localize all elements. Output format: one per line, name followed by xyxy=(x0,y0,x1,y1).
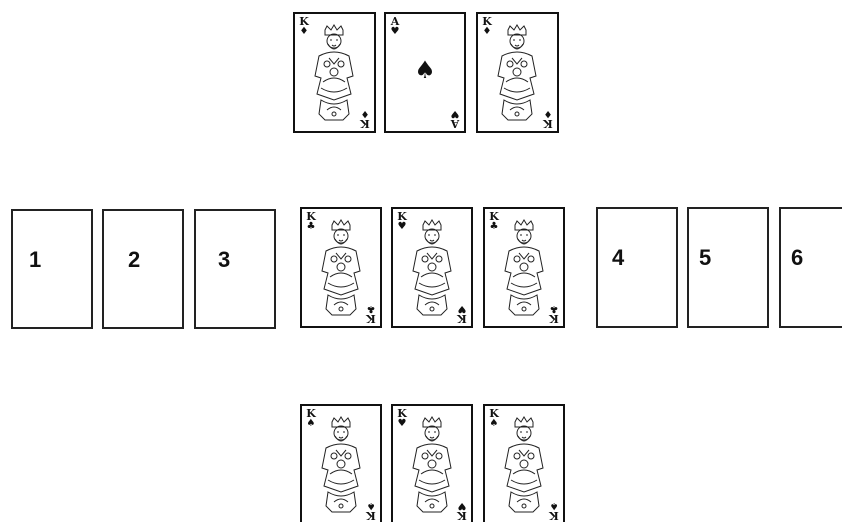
slot-number: 4 xyxy=(612,245,624,271)
card-corner: K♣ xyxy=(364,303,378,324)
card-corner: K♣ xyxy=(547,303,561,324)
bottom-card-1[interactable]: K♠ K♠ xyxy=(300,404,382,522)
slot-number: 6 xyxy=(791,245,803,271)
spade-pip-icon: ♠ xyxy=(386,58,464,82)
middle-card-1[interactable]: K♣ K♣ xyxy=(300,207,382,328)
slot-number: 2 xyxy=(128,247,140,273)
king-face-icon xyxy=(490,24,544,124)
slot-number: 3 xyxy=(218,247,230,273)
empty-slot-1[interactable]: 1 xyxy=(11,209,93,329)
king-face-icon xyxy=(497,219,551,319)
king-face-icon xyxy=(405,219,459,319)
bottom-card-3[interactable]: K♠ K♠ xyxy=(483,404,565,522)
card-corner: A♥ xyxy=(388,16,402,37)
king-face-icon xyxy=(307,24,361,124)
king-face-icon xyxy=(405,416,459,516)
card-corner: K♦ xyxy=(541,108,555,129)
top-card-1[interactable]: K♦ K♦ xyxy=(293,12,376,133)
card-corner: K♦ xyxy=(358,108,372,129)
card-corner: K♠ xyxy=(364,500,378,521)
bottom-card-2[interactable]: K♥ K♥ xyxy=(391,404,473,522)
card-corner: A♥ xyxy=(448,108,462,129)
top-card-2[interactable]: A♥ ♠ A♥ xyxy=(384,12,466,133)
king-face-icon xyxy=(314,416,368,516)
empty-slot-5[interactable]: 5 xyxy=(687,207,769,328)
card-corner: K♥ xyxy=(455,303,469,324)
top-card-3[interactable]: K♦ K♦ xyxy=(476,12,559,133)
king-face-icon xyxy=(314,219,368,319)
empty-slot-4[interactable]: 4 xyxy=(596,207,678,328)
empty-slot-6[interactable]: 6 xyxy=(779,207,842,328)
slot-number: 1 xyxy=(29,247,41,273)
card-corner: K♥ xyxy=(455,500,469,521)
slot-number: 5 xyxy=(699,245,711,271)
empty-slot-3[interactable]: 3 xyxy=(194,209,276,329)
king-face-icon xyxy=(497,416,551,516)
card-corner: K♠ xyxy=(547,500,561,521)
middle-card-3[interactable]: K♣ K♣ xyxy=(483,207,565,328)
middle-card-2[interactable]: K♥ K♥ xyxy=(391,207,473,328)
empty-slot-2[interactable]: 2 xyxy=(102,209,184,329)
